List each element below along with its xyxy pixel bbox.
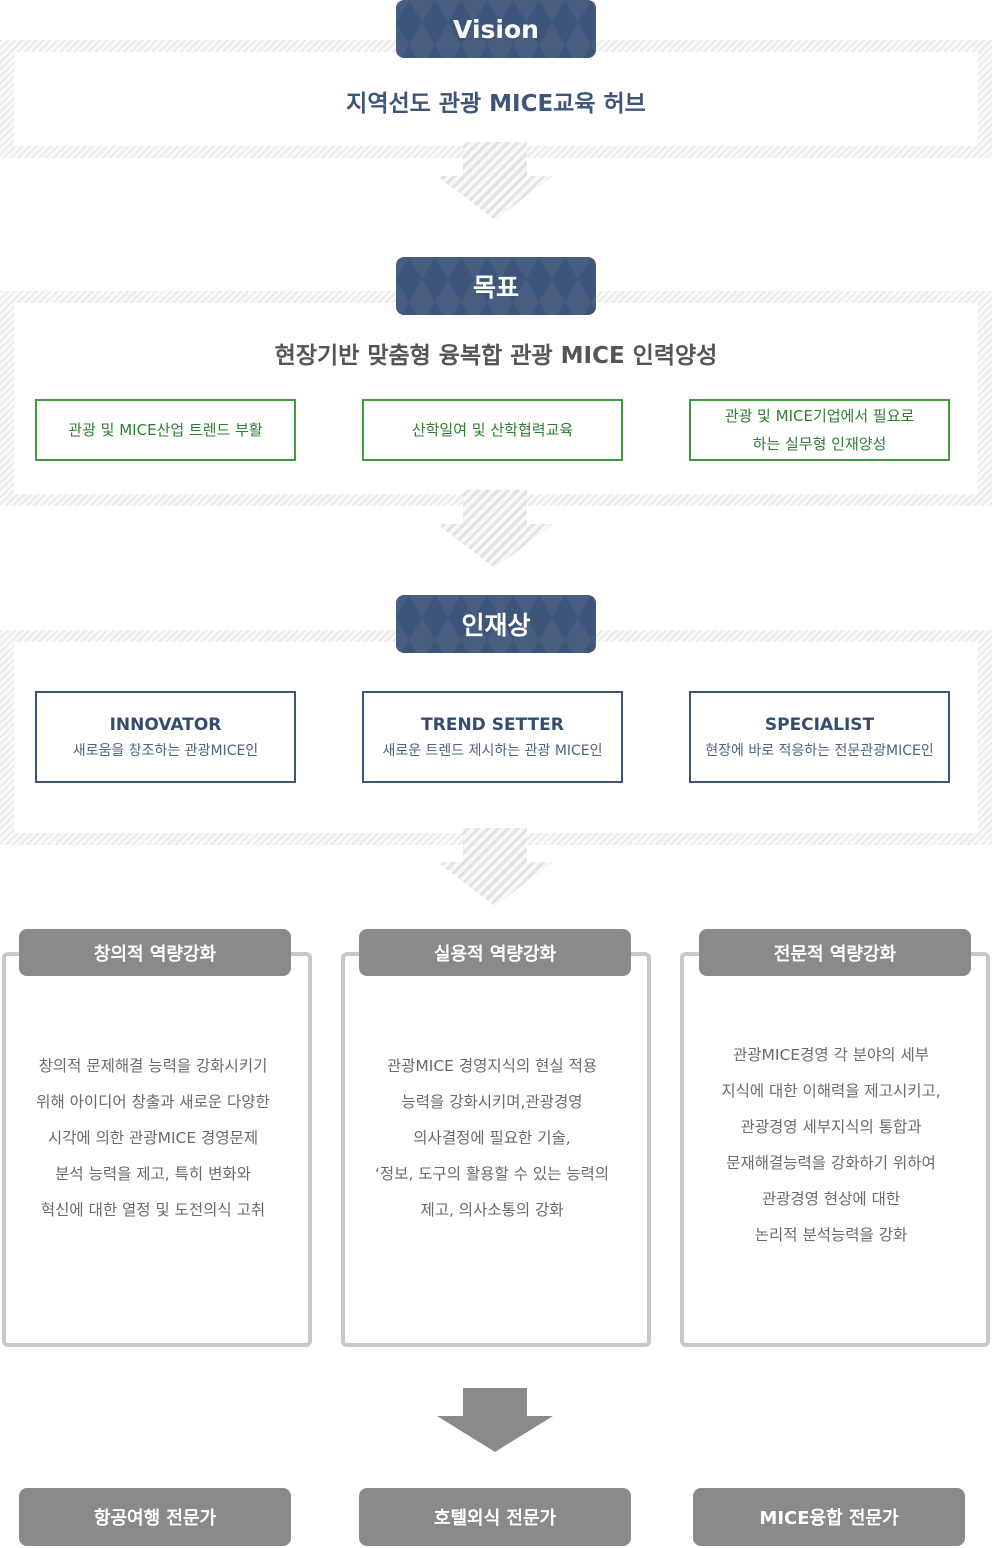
goal-item-label-line-1: 관광 및 MICE기업에서 필요로 bbox=[724, 407, 915, 425]
goal-item-label-line-2: 하는 실무형 인재양성 bbox=[752, 435, 887, 453]
capability-line: 분석 능력을 제고, 특히 변화와 bbox=[55, 1165, 251, 1183]
goal-item-label: 관광 및 MICE산업 트렌드 부활 bbox=[68, 421, 263, 439]
capability-line: 제고, 의사소통의 강화 bbox=[420, 1201, 564, 1219]
capability-description: 창의적 문제해결 능력을 강화시키기 위해 아이디어 창출과 새로운 다양한 시… bbox=[2, 1048, 304, 1228]
talent-title: SPECIALIST bbox=[764, 715, 875, 735]
talent-tag: 인재상 bbox=[396, 595, 596, 653]
goal-statement: 현장기반 맞춤형 융복합 관광 MICE 인력양성 bbox=[274, 343, 718, 369]
capability-card-practical: 관광MICE 경영지식의 현실 적용 능력을 강화시키며,관광경영 의사결정에 … bbox=[341, 952, 651, 1347]
capability-line: 논리적 분석능력을 강화 bbox=[754, 1226, 908, 1244]
talent-description: 새로운 트렌드 제시하는 관광 MICE인 bbox=[382, 743, 603, 759]
outcome-hotel-food-expert: 호텔외식 전문가 bbox=[359, 1488, 631, 1546]
capability-line: 관광MICE 경영지식의 현실 적용 bbox=[386, 1057, 598, 1075]
capability-line: ‘정보, 도구의 활용할 수 있는 능력의 bbox=[374, 1165, 610, 1183]
capability-line: 지식에 대한 이해력을 제고시키고, bbox=[721, 1082, 941, 1100]
outcome-mice-convergence-expert: MICE융합 전문가 bbox=[693, 1488, 965, 1546]
capability-description: 관광MICE경영 각 분야의 세부 지식에 대한 이해력을 제고시키고, 관광경… bbox=[680, 1037, 982, 1253]
capability-header-professional: 전문적 역량강화 bbox=[699, 929, 971, 976]
talent-title: TREND SETTER bbox=[421, 715, 564, 735]
vision-tag: Vision bbox=[396, 0, 596, 58]
down-arrow-solid bbox=[437, 1388, 553, 1452]
goal-panel bbox=[14, 303, 978, 494]
talent-description: 새로움을 창조하는 관광MICE인 bbox=[72, 743, 259, 759]
capability-card-professional: 관광MICE경영 각 분야의 세부 지식에 대한 이해력을 제고시키고, 관광경… bbox=[680, 952, 990, 1347]
capability-line: 혁신에 대한 열정 및 도전의식 고취 bbox=[40, 1201, 266, 1219]
capability-line: 관광MICE경영 각 분야의 세부 bbox=[733, 1046, 929, 1064]
capability-line: 관광경영 현상에 대한 bbox=[761, 1190, 901, 1208]
capability-line: 문재해결능력을 강화하기 위하여 bbox=[726, 1154, 936, 1172]
vision-panel bbox=[14, 52, 978, 146]
capability-line: 창의적 문제해결 능력을 강화시키기 bbox=[38, 1057, 268, 1075]
outcome-aviation-travel-expert: 항공여행 전문가 bbox=[19, 1488, 291, 1546]
capability-line: 시각에 의한 관광MICE 경영문제 bbox=[47, 1129, 259, 1147]
capability-card-creative: 창의적 문제해결 능력을 강화시키기 위해 아이디어 창출과 새로운 다양한 시… bbox=[2, 952, 312, 1347]
talent-trend-setter: TREND SETTER 새로운 트렌드 제시하는 관광 MICE인 bbox=[362, 691, 623, 783]
talent-title: INNOVATOR bbox=[109, 715, 222, 735]
capability-line: 관광경영 세부지식의 통합과 bbox=[740, 1118, 922, 1136]
capability-header-practical: 실용적 역량강화 bbox=[359, 929, 631, 976]
talent-specialist: SPECIALIST 현장에 바로 적응하는 전문관광MICE인 bbox=[689, 691, 950, 783]
capability-header-creative: 창의적 역량강화 bbox=[19, 929, 291, 976]
goal-item-label: 산학일여 및 산학협력교육 bbox=[411, 421, 574, 439]
talent-innovator: INNOVATOR 새로움을 창조하는 관광MICE인 bbox=[35, 691, 296, 783]
capability-line: 위해 아이디어 창출과 새로운 다양한 bbox=[36, 1093, 270, 1111]
goal-item-practical-talent: 관광 및 MICE기업에서 필요로 하는 실무형 인재양성 bbox=[689, 399, 950, 461]
vision-statement: 지역선도 관광 MICE교육 허브 bbox=[346, 91, 646, 117]
goal-tag: 목표 bbox=[396, 257, 596, 315]
talent-description: 현장에 바로 적응하는 전문관광MICE인 bbox=[705, 743, 934, 759]
capability-line: 의사결정에 필요한 기술, bbox=[413, 1129, 571, 1147]
capability-description: 관광MICE 경영지식의 현실 적용 능력을 강화시키며,관광경영 의사결정에 … bbox=[341, 1048, 643, 1228]
goal-item-trend: 관광 및 MICE산업 트렌드 부활 bbox=[35, 399, 296, 461]
capability-line: 능력을 강화시키며,관광경영 bbox=[401, 1093, 583, 1111]
goal-item-industry-academia: 산학일여 및 산학협력교육 bbox=[362, 399, 623, 461]
